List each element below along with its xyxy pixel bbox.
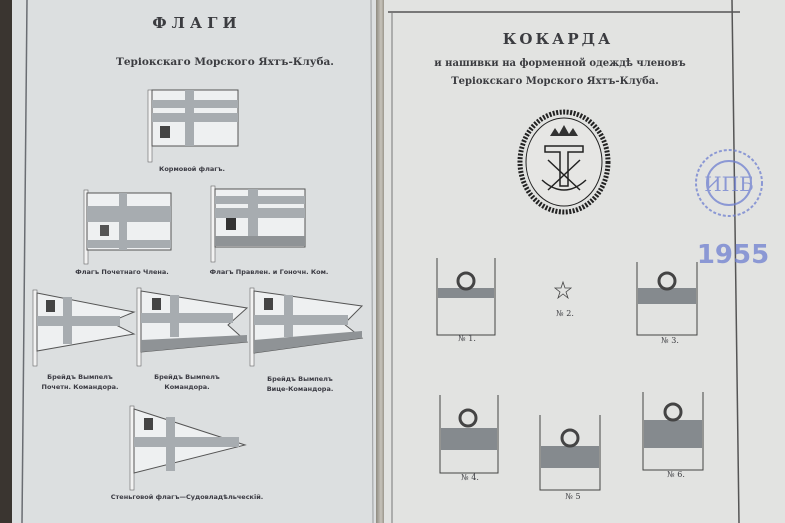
crest-icon [152, 298, 161, 310]
right-page-subtitle-line2: Теріокскаго Морского Яхтъ-Клуба. [451, 76, 659, 87]
crest-icon [46, 300, 55, 312]
right-page-subtitle-line1: и нашивки на форменной одеждѣ членовъ [434, 58, 686, 69]
patch-label-2: № 2. [556, 309, 574, 318]
caption-line: Брейдъ Вымпелъ [267, 375, 333, 383]
caption-honorary-member-flag: Флагъ Почетнаго Члена. [75, 268, 169, 276]
patch-5 [539, 415, 601, 491]
honorary-member-flag [83, 189, 172, 265]
caption-line: Брейдъ Вымпелъ [154, 373, 220, 381]
crown-icon [550, 125, 578, 136]
crest-icon [226, 218, 236, 230]
stern-flag [147, 89, 239, 163]
patch-4 [439, 395, 499, 474]
caption-topmast-flag: Стеньговой флагъ—Судовладѣльческій. [110, 493, 264, 501]
patch-3 [636, 262, 698, 336]
crest-icon [144, 418, 153, 430]
left-border-line [21, 0, 28, 523]
patch-label-6: № 6. [667, 470, 685, 479]
topmast-flag [129, 405, 247, 491]
caption-line: Вице-Командора. [266, 385, 334, 393]
crest-icon [100, 225, 109, 236]
patch-label-4: № 4. [461, 473, 479, 482]
left-border-line-right [370, 0, 374, 523]
anchor-icon [544, 145, 584, 187]
right-border-line [731, 0, 740, 523]
pennant-commodore [136, 287, 249, 367]
star-icon [553, 280, 573, 300]
svg-text:ИПБ: ИПБ [704, 172, 754, 196]
patch-label-3: № 3. [661, 336, 679, 345]
patch-6 [642, 392, 704, 471]
right-page-title: КОКАРДА [502, 30, 614, 48]
caption-line: Почетн. Командора. [41, 383, 119, 391]
crest-icon [160, 126, 170, 138]
svg-text:1955: 1955 [697, 240, 769, 270]
book-gutter [376, 0, 386, 523]
left-page-subtitle: Теріокскаго Морского Яхтъ-Клуба. [116, 56, 334, 68]
left-page-title: ФЛАГИ [152, 14, 242, 32]
patch-1 [436, 258, 496, 336]
pennant-vice-commodore [249, 287, 364, 367]
crest-icon [264, 298, 273, 310]
caption-line: Брейдъ Вымпелъ [47, 373, 113, 381]
caption-board-flag: Флагъ Правлен. и Гоночн. Ком. [209, 268, 329, 276]
pennant-honorary-commodore [32, 289, 136, 367]
library-stamp: ИПБ 1955 [695, 149, 769, 270]
caption-line: Командора. [164, 383, 210, 391]
caption-stern-flag: Кормовой флагъ. [159, 165, 225, 173]
patch-label-1: № 1. [458, 334, 476, 343]
cockade-emblem [517, 109, 611, 215]
patch-label-5: № 5 [565, 492, 581, 501]
board-flag [210, 185, 306, 263]
